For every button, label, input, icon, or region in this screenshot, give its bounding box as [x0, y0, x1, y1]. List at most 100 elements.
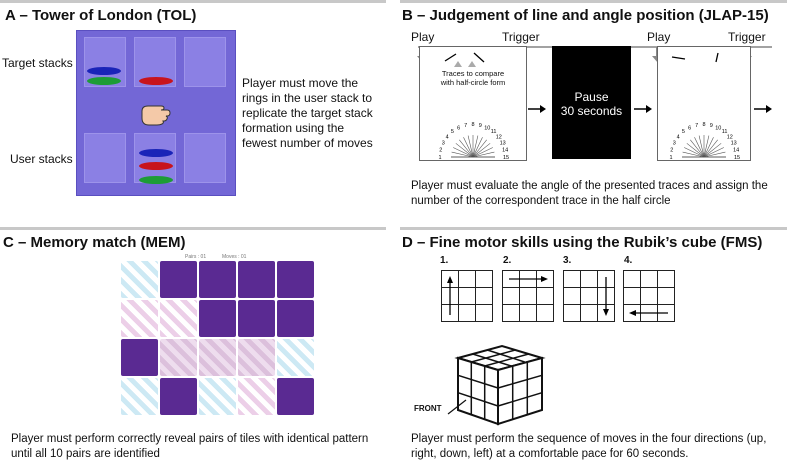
dial-spoke [459, 139, 474, 158]
arrow-right-icon [509, 276, 548, 282]
memory-tile[interactable] [199, 300, 236, 337]
memory-tile[interactable] [277, 300, 314, 337]
tol-cell [84, 133, 126, 183]
memory-tile[interactable] [238, 339, 275, 376]
tol-cell [184, 37, 226, 87]
dial-spoke [682, 151, 705, 158]
dial-spoke [703, 143, 722, 158]
panel-d-title: D – Fine motor skills using the Rubik’s … [402, 234, 763, 251]
panel-c-description: Player must perform correctly reveal pai… [11, 433, 369, 460]
ring-green[interactable] [139, 176, 173, 184]
dial-spoke [703, 151, 726, 158]
panel-a-title: A – Tower of London (TOL) [5, 7, 197, 24]
ring-red[interactable] [139, 162, 173, 170]
trigger-label: Trigger [728, 30, 766, 44]
arrow-right-icon [528, 105, 546, 113]
dial-number: 6 [457, 125, 460, 131]
dial-spoke [703, 135, 710, 158]
memory-tile[interactable] [121, 261, 158, 298]
dial-spoke [690, 139, 705, 158]
dial-number: 6 [688, 125, 691, 131]
step-label: 2. [503, 255, 512, 266]
move-grid-left [623, 270, 675, 322]
jlap-screen-1: Traces to compare with half-circle form … [419, 46, 527, 161]
pairs-counter: Pairs : 01 [185, 254, 207, 260]
dial-number: 5 [451, 129, 454, 135]
memory-tile[interactable] [277, 339, 314, 376]
memory-tile[interactable] [160, 300, 197, 337]
memory-tile[interactable] [199, 339, 236, 376]
dial-number: 5 [682, 129, 685, 135]
dial-number: 1 [669, 155, 672, 159]
memory-tile[interactable] [160, 378, 197, 415]
dial-spoke [472, 151, 495, 158]
dial-number: 10 [715, 125, 721, 131]
separator-top-right [400, 0, 787, 3]
dial-number: 8 [471, 122, 474, 128]
dial-spoke [463, 137, 474, 158]
memory-tile[interactable] [277, 261, 314, 298]
trace-lines [444, 52, 485, 67]
dial-spoke [472, 137, 483, 158]
dial-spoke [472, 147, 493, 158]
dial-spoke [698, 135, 705, 158]
memory-tile[interactable] [199, 378, 236, 415]
dial-spoke [467, 135, 474, 158]
tol-board [76, 30, 236, 196]
tol-cell [184, 133, 226, 183]
dial-number: 9 [479, 123, 482, 129]
move-grid-right [502, 270, 554, 322]
arrow-right-icon [754, 105, 772, 113]
dial-number: 7 [695, 123, 698, 129]
front-label: FRONT [414, 404, 442, 413]
arrow-left-icon [629, 310, 668, 316]
memory-tile[interactable] [277, 378, 314, 415]
pause-screen: Pause 30 seconds [552, 46, 631, 159]
separator-top-left [0, 0, 386, 3]
dial-spoke [455, 143, 474, 158]
memory-tile[interactable] [160, 261, 197, 298]
dial-number: 4 [677, 134, 680, 140]
ring-blue[interactable] [87, 67, 121, 75]
dial-number: 3 [673, 141, 676, 147]
dial-spoke [703, 147, 724, 158]
ring-red[interactable] [139, 77, 173, 85]
traces-note: Traces to compare with half-circle form [440, 69, 506, 87]
pause-label: Pause [574, 90, 609, 104]
memory-tile[interactable] [199, 261, 236, 298]
dial-number: 12 [496, 134, 502, 140]
dial-spoke [472, 143, 491, 158]
dial-number: 8 [702, 122, 705, 128]
hand-cursor-icon [141, 105, 171, 126]
step-label: 3. [563, 255, 572, 266]
dial-number: 11 [722, 129, 728, 135]
step-label: 1. [440, 255, 449, 266]
memory-tile[interactable] [121, 339, 158, 376]
ring-blue[interactable] [139, 149, 173, 157]
dial-number: 14 [733, 148, 739, 154]
dial-number: 1 [438, 155, 441, 159]
ring-green[interactable] [87, 77, 121, 85]
dial-number: 4 [446, 134, 449, 140]
memory-tile[interactable] [238, 378, 275, 415]
dial-spoke [703, 139, 718, 158]
separator-mid-right [400, 227, 787, 230]
memory-tile[interactable] [121, 300, 158, 337]
memory-grid [120, 260, 320, 420]
dial-spoke [703, 137, 714, 158]
dial-spoke [472, 139, 487, 158]
play-label: Play [647, 30, 671, 44]
memory-tile[interactable] [121, 378, 158, 415]
dial-number: 14 [502, 148, 508, 154]
panel-b-title: B – Judgement of line and angle position… [402, 7, 769, 24]
trigger-label: Trigger [502, 30, 540, 44]
dial-spoke [694, 137, 705, 158]
dial-number: 15 [503, 155, 509, 159]
memory-tile[interactable] [238, 300, 275, 337]
dial-number: 7 [464, 123, 467, 129]
memory-tile[interactable] [238, 261, 275, 298]
memory-tile[interactable] [160, 339, 197, 376]
dial-number: 13 [731, 141, 737, 147]
